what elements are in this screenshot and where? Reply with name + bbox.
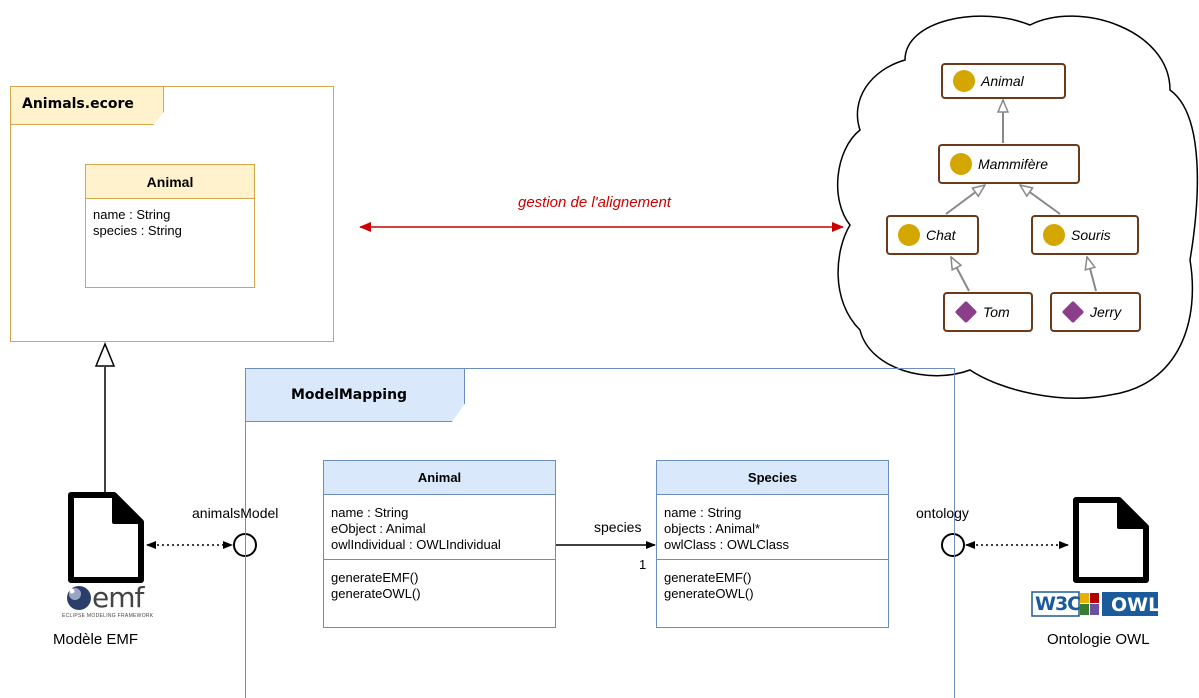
- port-ontology[interactable]: [941, 533, 965, 557]
- onto-node-jerry-label: Jerry: [1090, 304, 1122, 320]
- emf-logo-subtext: ECLIPSE MODELING FRAMEWORK: [62, 613, 154, 619]
- arrow-tom-chat: [951, 257, 970, 292]
- mapping-animal-attr-owlindividual: owlIndividual : OWLIndividual: [331, 537, 501, 552]
- mapping-species-op-generateowl: generateOWL(): [664, 586, 754, 601]
- emf-logo-sphere: [67, 586, 91, 610]
- arrow-souris-mammal: [1020, 185, 1061, 215]
- emf-caption: Modèle EMF: [53, 631, 139, 648]
- animals-ecore-tab: [11, 87, 164, 125]
- mapping-animal-op-generateemf: generateEMF(): [331, 570, 419, 585]
- mapping-animal-attr-name: name : String: [331, 505, 409, 520]
- mapping-species-attr-objects: objects : Animal*: [664, 521, 761, 536]
- individual-diamond-icon: [1061, 300, 1085, 324]
- association-label: species: [594, 519, 642, 535]
- mapping-species-class-name: Species: [657, 461, 888, 495]
- owl-logo-text: OWL: [1111, 594, 1161, 616]
- arrow-jerry-souris: [1087, 257, 1097, 292]
- onto-node-chat-label: Chat: [926, 227, 956, 243]
- owl-file-icon[interactable]: [1073, 497, 1149, 583]
- onto-node-souris[interactable]: Souris: [1031, 215, 1139, 255]
- owl-caption: Ontologie OWL: [1047, 631, 1150, 648]
- onto-node-tom[interactable]: Tom: [943, 292, 1033, 332]
- mapping-animal-op-generateowl: generateOWL(): [331, 586, 421, 601]
- mapping-species-attr-name: name : String: [664, 505, 742, 520]
- class-dot-icon: [950, 153, 972, 175]
- onto-node-animal-label: Animal: [981, 73, 1024, 89]
- mapping-animal-class-name: Animal: [324, 461, 555, 495]
- port-left-label: animalsModel: [192, 505, 279, 521]
- onto-node-jerry[interactable]: Jerry: [1050, 292, 1141, 332]
- ecore-animal-class[interactable]: Animal name : String species : String: [85, 164, 255, 288]
- ecore-attr-species: species : String: [93, 223, 182, 238]
- emf-file-icon[interactable]: [68, 492, 144, 583]
- w3c-owl-logo: [1031, 591, 1158, 617]
- arrow-chat-mammal: [945, 185, 985, 215]
- model-mapping-package[interactable]: ModelMapping: [245, 368, 955, 698]
- mapping-animal-attr-eobject: eObject : Animal: [331, 521, 426, 536]
- model-mapping-title: ModelMapping: [291, 387, 408, 403]
- mapping-species-op-generateemf: generateEMF(): [664, 570, 752, 585]
- alignment-label: gestion de l'alignement: [518, 194, 671, 211]
- model-mapping-tab: [246, 369, 465, 422]
- emf-logo-text: emf: [92, 581, 144, 614]
- class-dot-icon: [953, 70, 975, 92]
- port-right-label: ontology: [916, 505, 969, 521]
- mapping-species-class[interactable]: Species name : String objects : Animal* …: [656, 460, 889, 628]
- onto-node-souris-label: Souris: [1071, 227, 1111, 243]
- w3c-logo-text: W3C: [1035, 593, 1081, 615]
- onto-node-mammal-label: Mammifère: [978, 156, 1049, 172]
- onto-node-chat[interactable]: Chat: [886, 215, 979, 255]
- mapping-animal-class[interactable]: Animal name : String eObject : Animal ow…: [323, 460, 556, 628]
- association-multiplicity: 1: [639, 557, 647, 572]
- class-dot-icon: [898, 224, 920, 246]
- onto-node-mammal[interactable]: Mammifère: [938, 144, 1080, 184]
- class-dot-icon: [1043, 224, 1065, 246]
- animals-ecore-title: Animals.ecore: [22, 96, 134, 112]
- mapping-species-attr-owlclass: owlClass : OWLClass: [664, 537, 789, 552]
- realization-triangle: [94, 342, 116, 367]
- ecore-animal-class-name: Animal: [86, 165, 254, 199]
- individual-diamond-icon: [954, 300, 978, 324]
- animals-ecore-package[interactable]: Animals.ecore: [10, 86, 334, 342]
- ecore-attr-name: name : String: [93, 207, 171, 222]
- onto-node-tom-label: Tom: [983, 304, 1010, 320]
- onto-node-animal[interactable]: Animal: [941, 63, 1066, 99]
